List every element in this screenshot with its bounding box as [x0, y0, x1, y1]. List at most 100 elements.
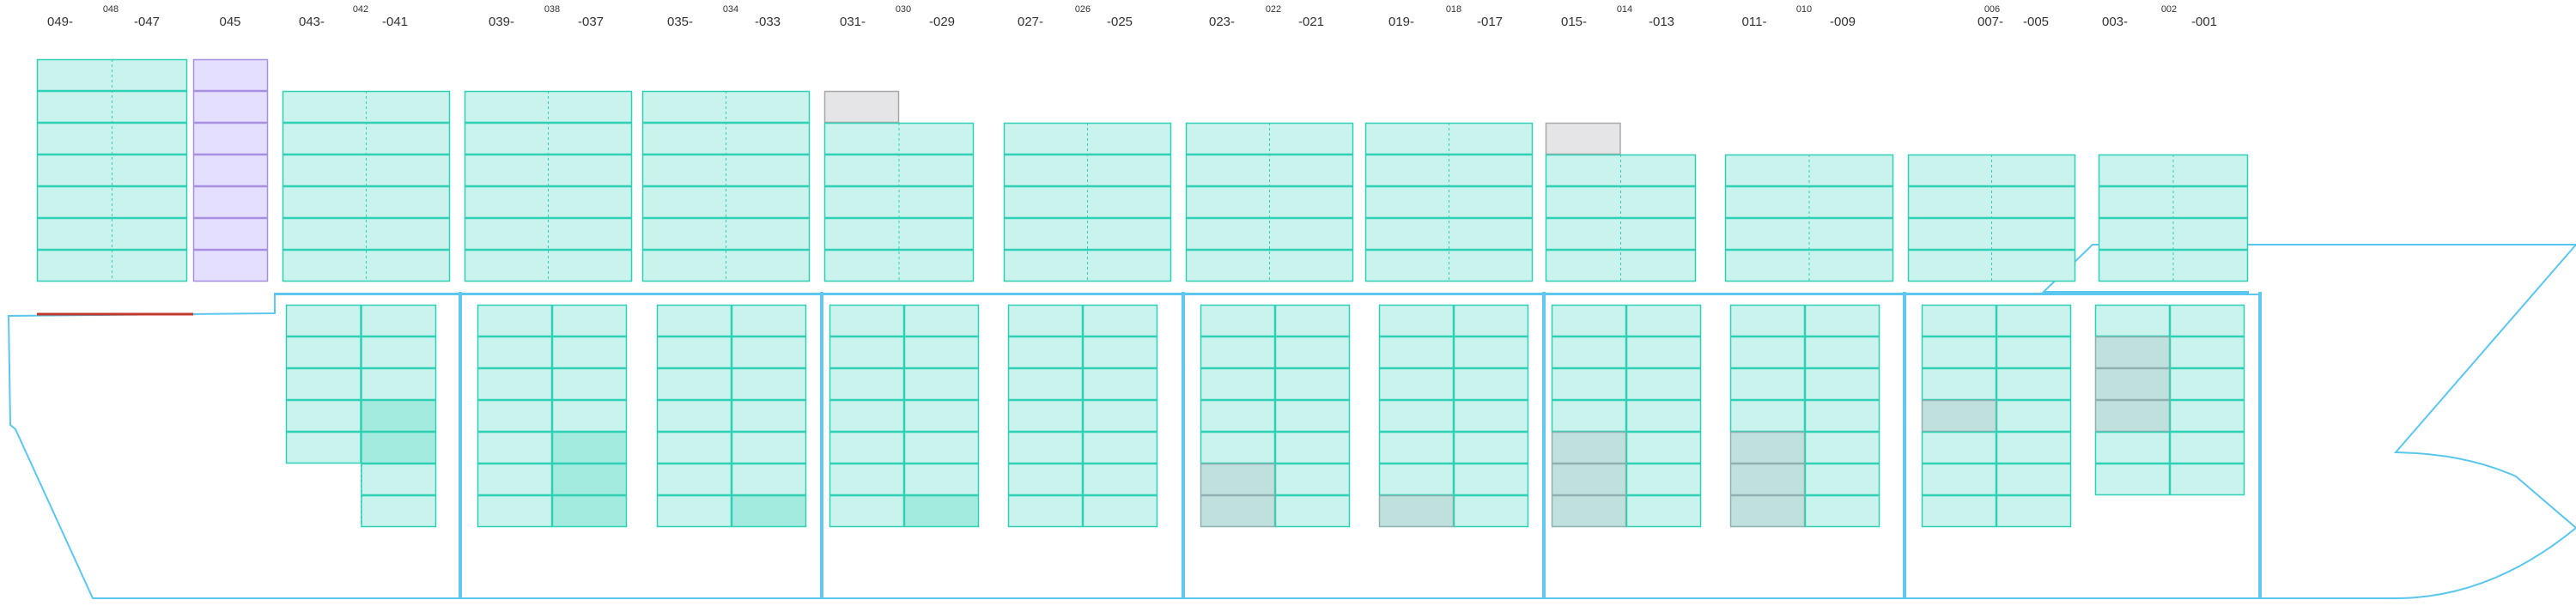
- hold-cell[interactable]: [1082, 463, 1158, 496]
- hold-cell[interactable]: [551, 431, 628, 464]
- hold-cell[interactable]: [477, 431, 553, 464]
- deck-cell[interactable]: [2098, 249, 2249, 282]
- hold-cell[interactable]: [1625, 304, 1702, 337]
- deck-cell[interactable]: [36, 154, 188, 187]
- hold-cell[interactable]: [361, 494, 437, 528]
- hold-cell[interactable]: [1625, 494, 1702, 528]
- bay-label-main[interactable]: 015-: [1561, 15, 1587, 29]
- hold-cell[interactable]: [731, 304, 807, 337]
- hold-cell[interactable]: [1378, 494, 1455, 528]
- hold-cell[interactable]: [361, 399, 437, 433]
- deck-cell[interactable]: [1545, 122, 1621, 155]
- hold-cell[interactable]: [2169, 431, 2245, 464]
- hold-cell[interactable]: [1453, 367, 1529, 401]
- hold-cell[interactable]: [2169, 304, 2245, 337]
- hold-cell[interactable]: [1551, 399, 1627, 433]
- hold-cell[interactable]: [1453, 431, 1529, 464]
- hold-cell[interactable]: [1804, 336, 1880, 369]
- hold-cell[interactable]: [477, 494, 553, 528]
- hold-cell[interactable]: [1082, 431, 1158, 464]
- hold-cell[interactable]: [1996, 399, 2072, 433]
- hold-cell[interactable]: [829, 367, 905, 401]
- hold-cell[interactable]: [1804, 431, 1880, 464]
- bay-label-main[interactable]: 045: [219, 15, 240, 29]
- hold-cell[interactable]: [1804, 494, 1880, 528]
- hold-cell[interactable]: [1082, 367, 1158, 401]
- hold-cell[interactable]: [1921, 463, 1997, 496]
- hold-cell[interactable]: [1007, 431, 1084, 464]
- hold-cell[interactable]: [285, 304, 361, 337]
- hold-cell[interactable]: [1804, 304, 1880, 337]
- deck-cell[interactable]: [282, 217, 451, 251]
- deck-cell[interactable]: [282, 185, 451, 219]
- hold-cell[interactable]: [1200, 367, 1276, 401]
- hold-cell[interactable]: [2094, 463, 2171, 496]
- hold-cell[interactable]: [2094, 336, 2171, 369]
- hold-cell[interactable]: [1551, 463, 1627, 496]
- hold-cell[interactable]: [1007, 367, 1084, 401]
- deck-cell[interactable]: [1545, 249, 1697, 282]
- hold-cell[interactable]: [477, 336, 553, 369]
- hold-cell[interactable]: [1007, 399, 1084, 433]
- hold-cell[interactable]: [1996, 336, 2072, 369]
- hold-cell[interactable]: [477, 304, 553, 337]
- deck-cell[interactable]: [192, 249, 269, 282]
- bay-label-main[interactable]: 003-: [2102, 15, 2128, 29]
- hold-cell[interactable]: [1453, 336, 1529, 369]
- hold-cell[interactable]: [1274, 399, 1351, 433]
- hold-cell[interactable]: [1625, 367, 1702, 401]
- hold-cell[interactable]: [1007, 304, 1084, 337]
- hold-cell[interactable]: [1729, 494, 1806, 528]
- hold-cell[interactable]: [829, 431, 905, 464]
- hold-cell[interactable]: [903, 463, 980, 496]
- hold-cell[interactable]: [361, 463, 437, 496]
- hold-cell[interactable]: [903, 367, 980, 401]
- hold-cell[interactable]: [1274, 367, 1351, 401]
- hold-cell[interactable]: [1200, 494, 1276, 528]
- hold-cell[interactable]: [1551, 336, 1627, 369]
- deck-cell[interactable]: [641, 185, 811, 219]
- hold-cell[interactable]: [829, 494, 905, 528]
- hold-cell[interactable]: [656, 336, 732, 369]
- hold-cell[interactable]: [1729, 463, 1806, 496]
- hold-cell[interactable]: [1921, 336, 1997, 369]
- hold-cell[interactable]: [1274, 431, 1351, 464]
- hold-cell[interactable]: [1729, 304, 1806, 337]
- hold-cell[interactable]: [1378, 367, 1455, 401]
- hold-cell[interactable]: [2094, 431, 2171, 464]
- hold-cell[interactable]: [361, 367, 437, 401]
- hold-cell[interactable]: [1082, 336, 1158, 369]
- bay-label-main[interactable]: 027-: [1018, 15, 1043, 29]
- hold-cell[interactable]: [829, 336, 905, 369]
- hold-cell[interactable]: [1200, 463, 1276, 496]
- deck-cell[interactable]: [464, 217, 633, 251]
- hold-cell[interactable]: [1082, 399, 1158, 433]
- deck-cell[interactable]: [192, 122, 269, 155]
- hold-cell[interactable]: [1729, 336, 1806, 369]
- hold-cell[interactable]: [829, 399, 905, 433]
- hold-cell[interactable]: [1453, 304, 1529, 337]
- hold-cell[interactable]: [1551, 304, 1627, 337]
- hold-cell[interactable]: [1274, 463, 1351, 496]
- hold-cell[interactable]: [551, 463, 628, 496]
- hold-cell[interactable]: [903, 399, 980, 433]
- hold-cell[interactable]: [1804, 463, 1880, 496]
- hold-cell[interactable]: [1378, 431, 1455, 464]
- deck-cell[interactable]: [464, 185, 633, 219]
- hold-cell[interactable]: [551, 336, 628, 369]
- hold-cell[interactable]: [1274, 494, 1351, 528]
- hold-cell[interactable]: [1996, 431, 2072, 464]
- deck-cell[interactable]: [1003, 249, 1172, 282]
- hold-cell[interactable]: [2094, 304, 2171, 337]
- deck-cell[interactable]: [1185, 249, 1354, 282]
- hold-cell[interactable]: [1625, 399, 1702, 433]
- hold-cell[interactable]: [731, 463, 807, 496]
- hold-cell[interactable]: [1200, 336, 1276, 369]
- hold-cell[interactable]: [551, 399, 628, 433]
- bay-label-main[interactable]: 023-: [1209, 15, 1235, 29]
- hold-cell[interactable]: [2169, 367, 2245, 401]
- hold-cell[interactable]: [2169, 399, 2245, 433]
- hold-cell[interactable]: [829, 463, 905, 496]
- hold-cell[interactable]: [1200, 399, 1276, 433]
- deck-cell[interactable]: [823, 90, 900, 124]
